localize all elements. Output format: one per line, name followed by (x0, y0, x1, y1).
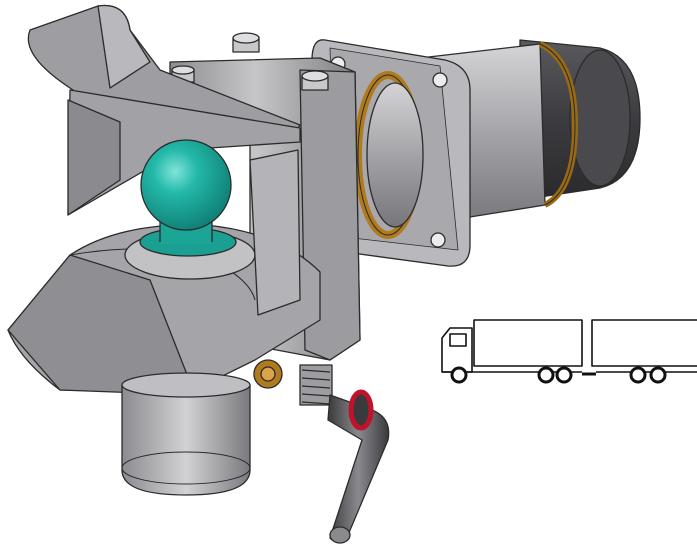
truck-with-trailer-icon (441, 319, 697, 384)
truck-rear-wheel-icon (537, 366, 555, 384)
pivot-bushing (253, 359, 283, 389)
upper-jaw (27, 4, 301, 216)
lower-cylinder (121, 372, 251, 496)
guide-plate (249, 149, 301, 316)
release-handle (327, 389, 390, 544)
coupling-ball (139, 139, 237, 257)
spring (299, 364, 333, 406)
bolt-head (232, 32, 260, 53)
truck-rear-wheel-icon (555, 366, 573, 384)
trailer-box-icon (591, 319, 697, 367)
truck-front-wheel-icon (450, 366, 468, 384)
flange-cylinder (311, 39, 641, 267)
lower-jaw (7, 224, 321, 396)
bolt-head (301, 70, 329, 91)
trailer-wheel-icon (629, 366, 647, 384)
trailer-wheel-icon (649, 366, 667, 384)
truck-box-icon (473, 319, 583, 367)
coupling-assembly (7, 4, 641, 544)
truck-cab-icon (441, 327, 473, 373)
